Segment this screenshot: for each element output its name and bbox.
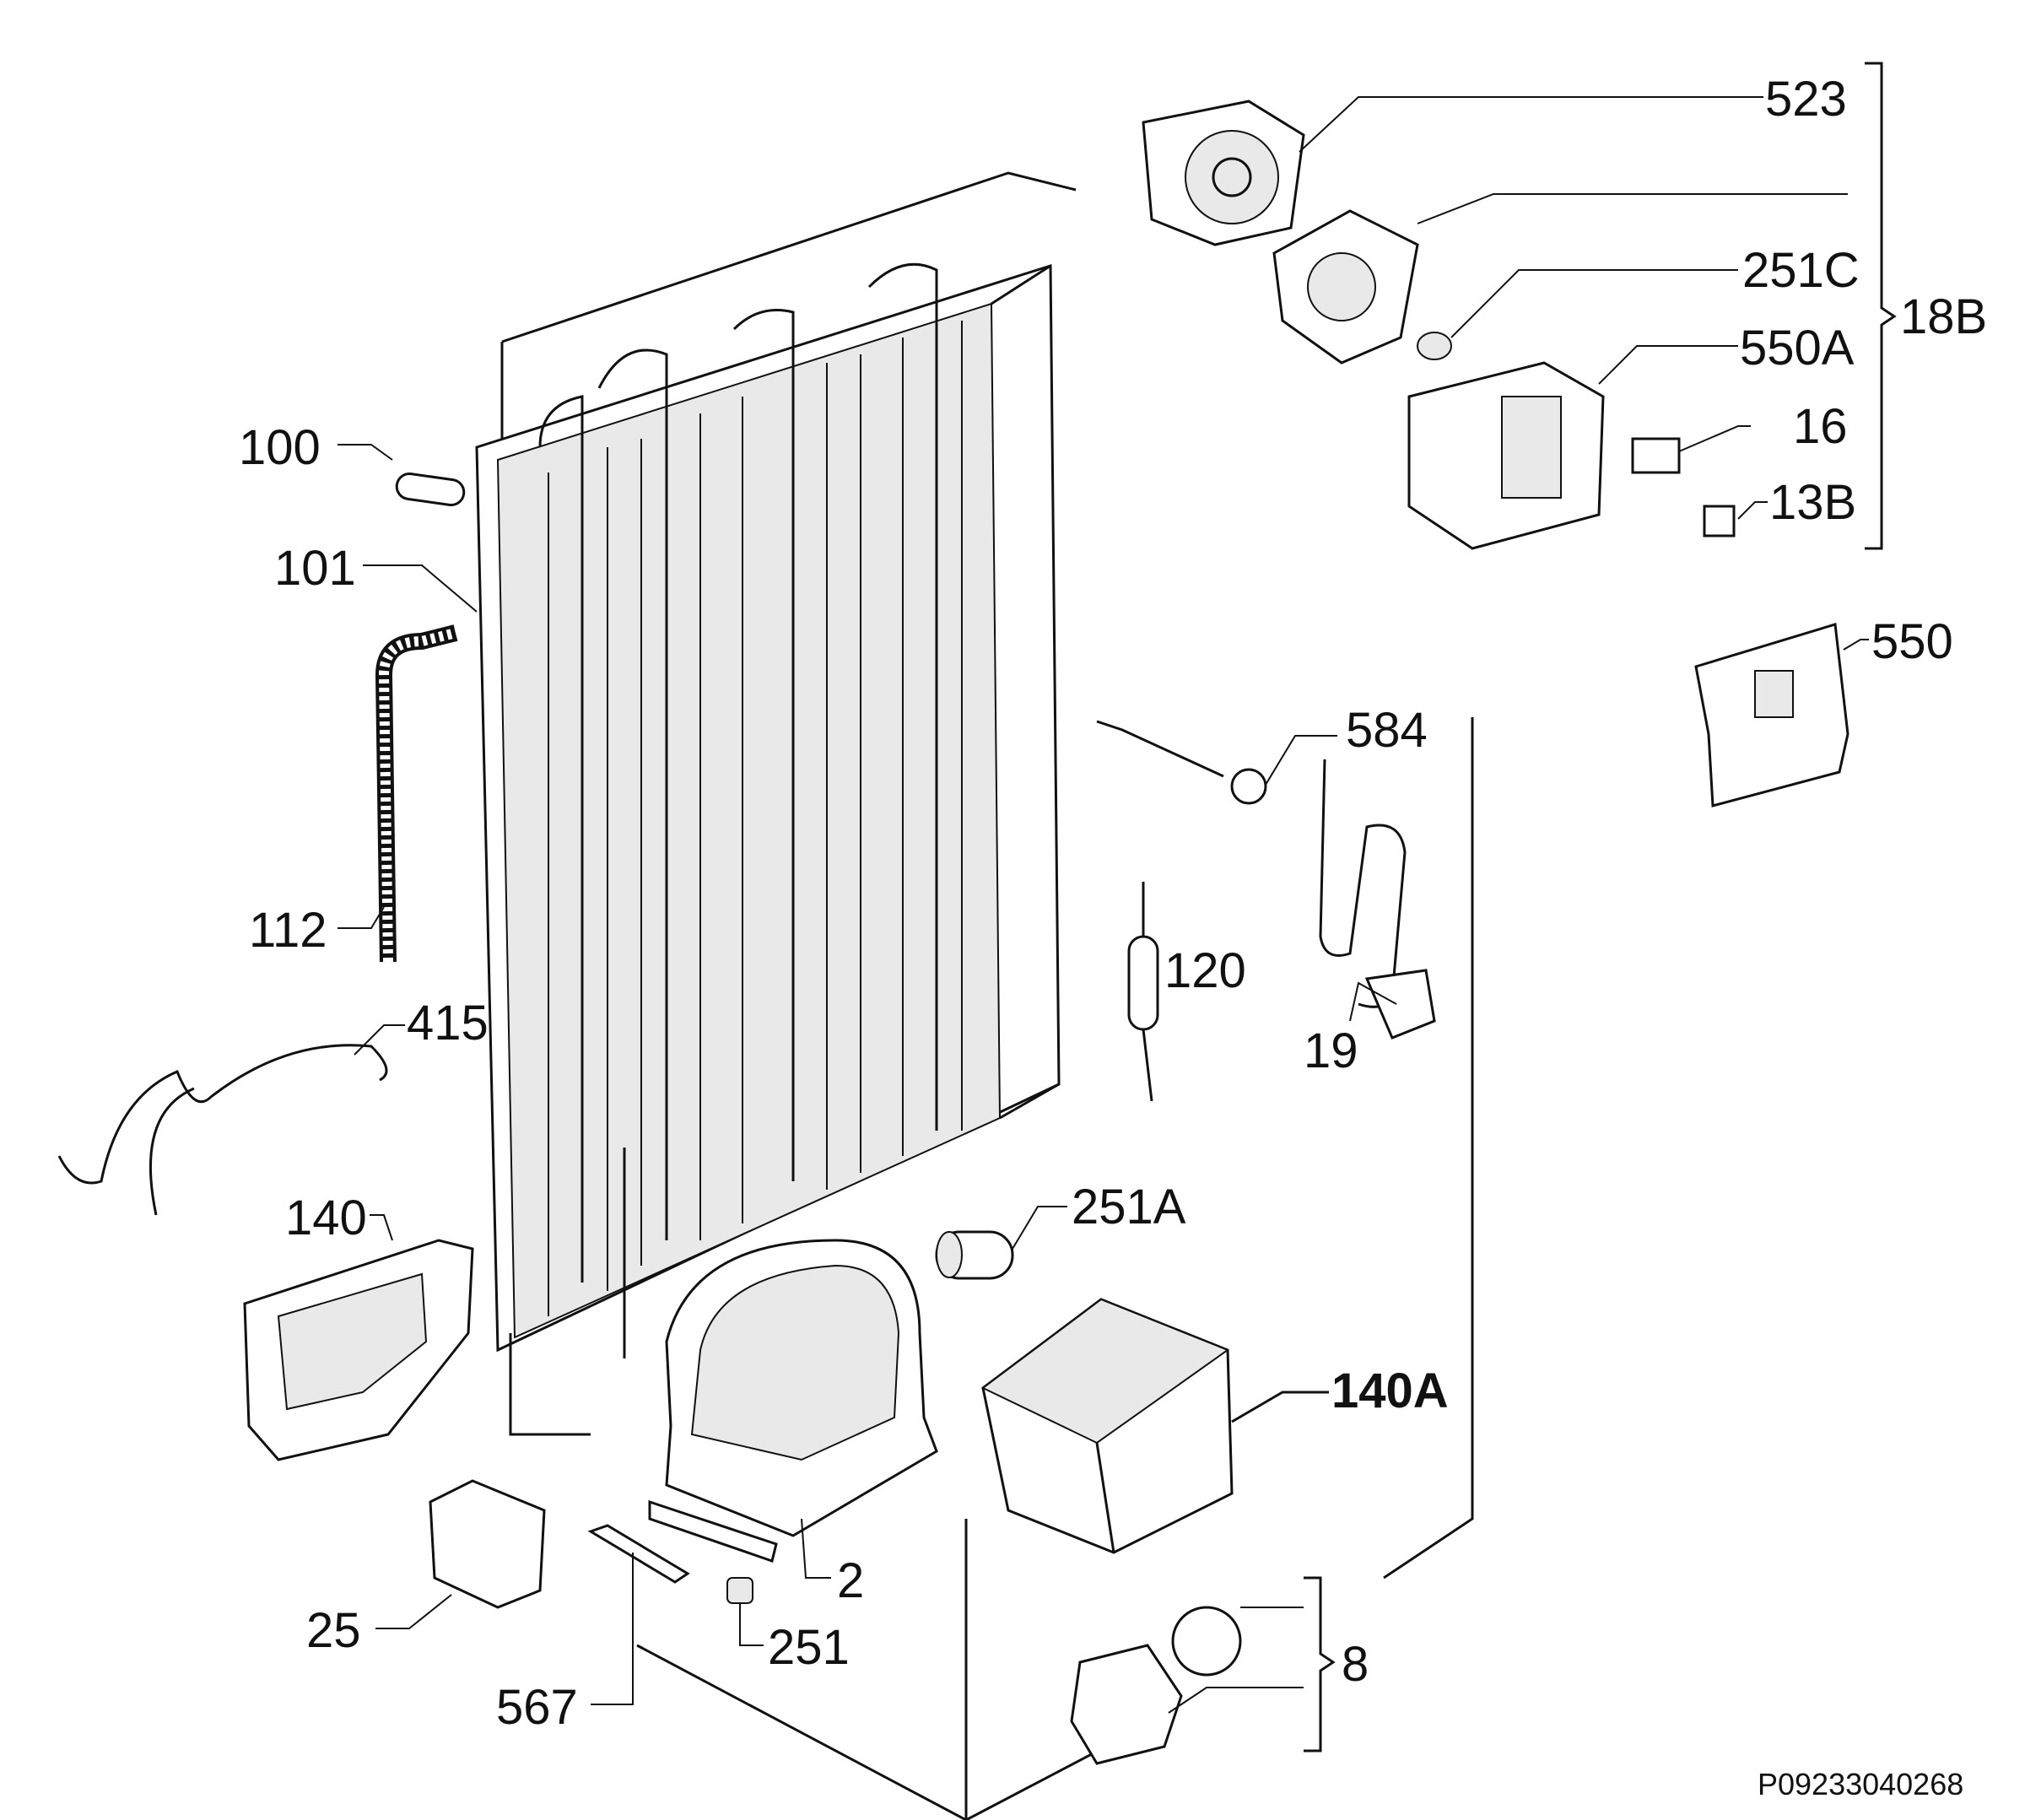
label-584: 584	[1346, 703, 1428, 758]
thermostat-housing	[1407, 361, 1605, 550]
leader-lines	[338, 62, 1897, 1752]
label-25: 25	[306, 1603, 361, 1658]
label-120: 120	[1164, 943, 1246, 998]
label-112: 112	[249, 903, 327, 958]
drawing-code: P09233040268	[1758, 1767, 1963, 1801]
relay-kit-8	[1070, 1606, 1242, 1765]
label-523: 523	[1765, 72, 1847, 127]
label-140a: 140A	[1331, 1364, 1449, 1418]
label-8: 8	[1342, 1637, 1369, 1692]
label-550: 550	[1871, 614, 1953, 669]
drain-hose-112	[375, 624, 458, 963]
cover-550	[1694, 623, 1850, 807]
bracket-567	[587, 1524, 690, 1584]
drier-120	[1127, 882, 1159, 1102]
sensor-584	[1096, 720, 1267, 805]
label-251: 251	[768, 1620, 850, 1675]
label-415: 415	[407, 996, 489, 1050]
label-19: 19	[1304, 1023, 1358, 1078]
label-13b: 13B	[1769, 475, 1856, 530]
label-251a: 251A	[1072, 1180, 1186, 1234]
cover-box-140a	[981, 1298, 1234, 1554]
label-101: 101	[274, 541, 356, 596]
label-567: 567	[496, 1680, 578, 1735]
compressor-2	[648, 1239, 938, 1563]
cabinet-outline	[500, 171, 1474, 1820]
lamp-13b	[1703, 505, 1736, 537]
grommet-251	[726, 1577, 753, 1604]
label-140: 140	[285, 1191, 367, 1245]
fan-housing	[1142, 100, 1305, 246]
condenser	[475, 262, 1061, 1436]
wire-415	[57, 1044, 388, 1216]
switch-16	[1631, 437, 1681, 474]
label-251c: 251C	[1742, 243, 1860, 298]
label-16: 16	[1793, 399, 1848, 454]
drip-tray-140	[243, 1239, 474, 1461]
nut-251c	[1417, 332, 1452, 360]
part-labels: 523 251C 550A 16 13B 18B 550 100 101 112…	[239, 72, 1987, 1801]
label-18b: 18B	[1900, 289, 1987, 344]
power-cord-19	[1319, 759, 1436, 1040]
label-550a: 550A	[1740, 321, 1855, 375]
label-2: 2	[837, 1553, 864, 1608]
relay-25	[429, 1479, 546, 1609]
pin-100	[395, 473, 466, 506]
fan-motor	[1272, 209, 1419, 365]
label-100: 100	[239, 420, 321, 475]
grommet-251a	[935, 1230, 1014, 1280]
